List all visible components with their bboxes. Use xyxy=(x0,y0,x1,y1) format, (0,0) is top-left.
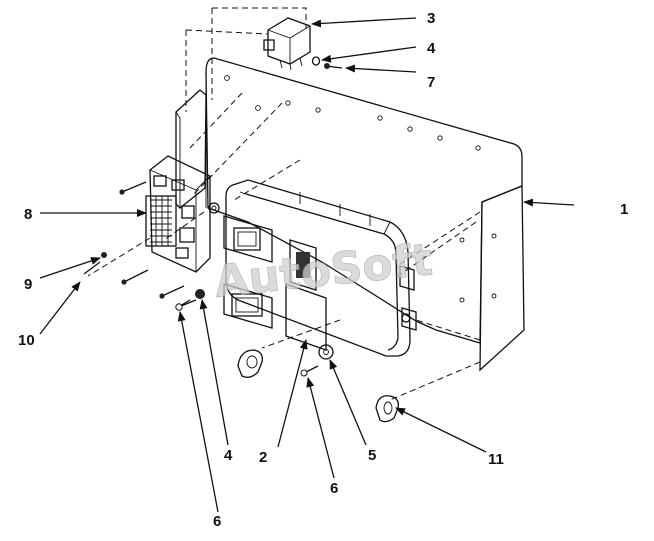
grommet-clips xyxy=(237,349,399,423)
relay xyxy=(263,17,311,71)
callout-3: 3 xyxy=(427,10,435,27)
control-unit xyxy=(223,179,417,357)
watermark-text: AutoSoft xyxy=(212,234,435,308)
callout-7: 7 xyxy=(427,74,435,91)
callout-9: 9 xyxy=(24,276,32,293)
washer-and-screws xyxy=(83,252,334,377)
callout-4-bottom: 4 xyxy=(224,447,233,464)
assembly-lines xyxy=(87,7,481,401)
leader-lines xyxy=(39,17,575,513)
callout-6-middle: 6 xyxy=(330,480,338,497)
callout-labels: 1 2 3 4 7 8 9 10 4 5 6 6 11 xyxy=(18,10,628,530)
callout-6-bottom: 6 xyxy=(213,513,221,530)
relay-hardware xyxy=(311,56,343,69)
callout-8: 8 xyxy=(24,206,32,223)
callout-4-top: 4 xyxy=(427,40,436,57)
callout-10: 10 xyxy=(18,332,35,349)
callout-11: 11 xyxy=(488,451,504,468)
fuse-block xyxy=(145,155,220,273)
callout-1: 1 xyxy=(620,201,628,218)
callout-5: 5 xyxy=(368,447,376,464)
callout-2: 2 xyxy=(259,449,267,466)
fuse-block-screws xyxy=(119,181,197,309)
